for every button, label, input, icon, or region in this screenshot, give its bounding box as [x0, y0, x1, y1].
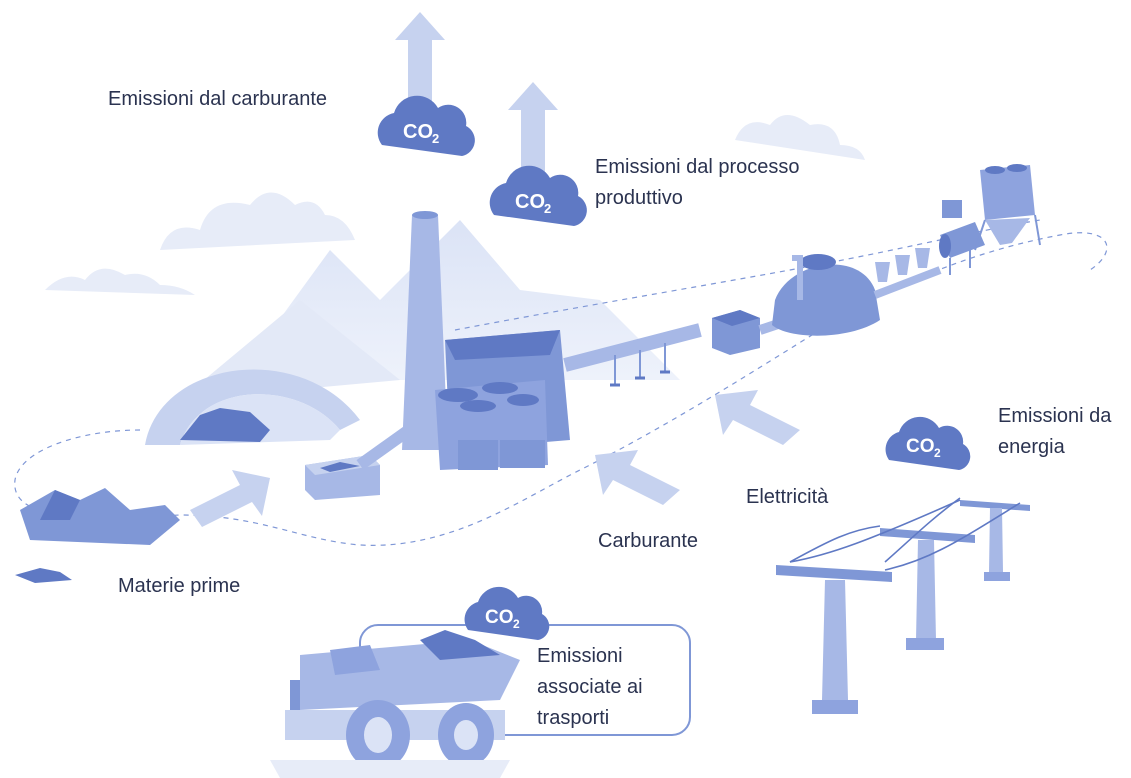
svg-text:2: 2 — [544, 201, 551, 216]
svg-text:CO: CO — [906, 436, 935, 457]
right-arrow-icon — [190, 390, 800, 527]
label-electricity: Elettricità — [746, 486, 829, 508]
label-transport-line3: trasporti — [537, 707, 610, 729]
mill — [939, 200, 985, 275]
factory-icon — [435, 330, 570, 470]
svg-text:CO: CO — [485, 607, 514, 628]
background-clouds — [45, 115, 865, 295]
svg-text:CO: CO — [403, 121, 433, 143]
rock-pile-icon — [15, 488, 180, 583]
storage-dome — [145, 369, 360, 445]
label-fuel-emissions: Emissioni dal carburante — [108, 88, 327, 110]
label-transport-line2: associate ai — [537, 676, 643, 698]
svg-text:CO: CO — [515, 191, 545, 213]
small-silos — [875, 248, 930, 282]
conveyor — [563, 323, 702, 387]
svg-text:2: 2 — [432, 131, 439, 146]
power-pylon-icon — [776, 497, 1030, 714]
label-process-emissions-line2: produttivo — [595, 187, 683, 209]
co2-cloud-icon: CO 2 — [464, 586, 550, 640]
label-energy-emissions-line2: energia — [998, 436, 1065, 458]
co2-cloud-icon: CO 2 — [377, 95, 475, 156]
process-boundary — [14, 232, 1108, 546]
label-energy-emissions-line1: Emissioni da — [998, 405, 1112, 427]
co2-cloud-icon: CO 2 — [489, 165, 587, 226]
svg-text:2: 2 — [934, 446, 941, 460]
dump-truck-icon — [270, 630, 520, 778]
co2-cloud-icon: CO 2 — [885, 416, 971, 470]
svg-text:2: 2 — [513, 617, 520, 631]
up-arrow-icon — [395, 12, 558, 180]
label-fuel: Carburante — [598, 530, 699, 552]
label-transport-line1: Emissioni — [537, 645, 623, 667]
cement-silos — [974, 164, 1041, 251]
preheater — [712, 310, 760, 355]
label-raw-materials: Materie prime — [118, 575, 241, 597]
clinker-silo — [772, 254, 880, 336]
label-process-emissions-line1: Emissioni dal processo — [595, 156, 800, 178]
